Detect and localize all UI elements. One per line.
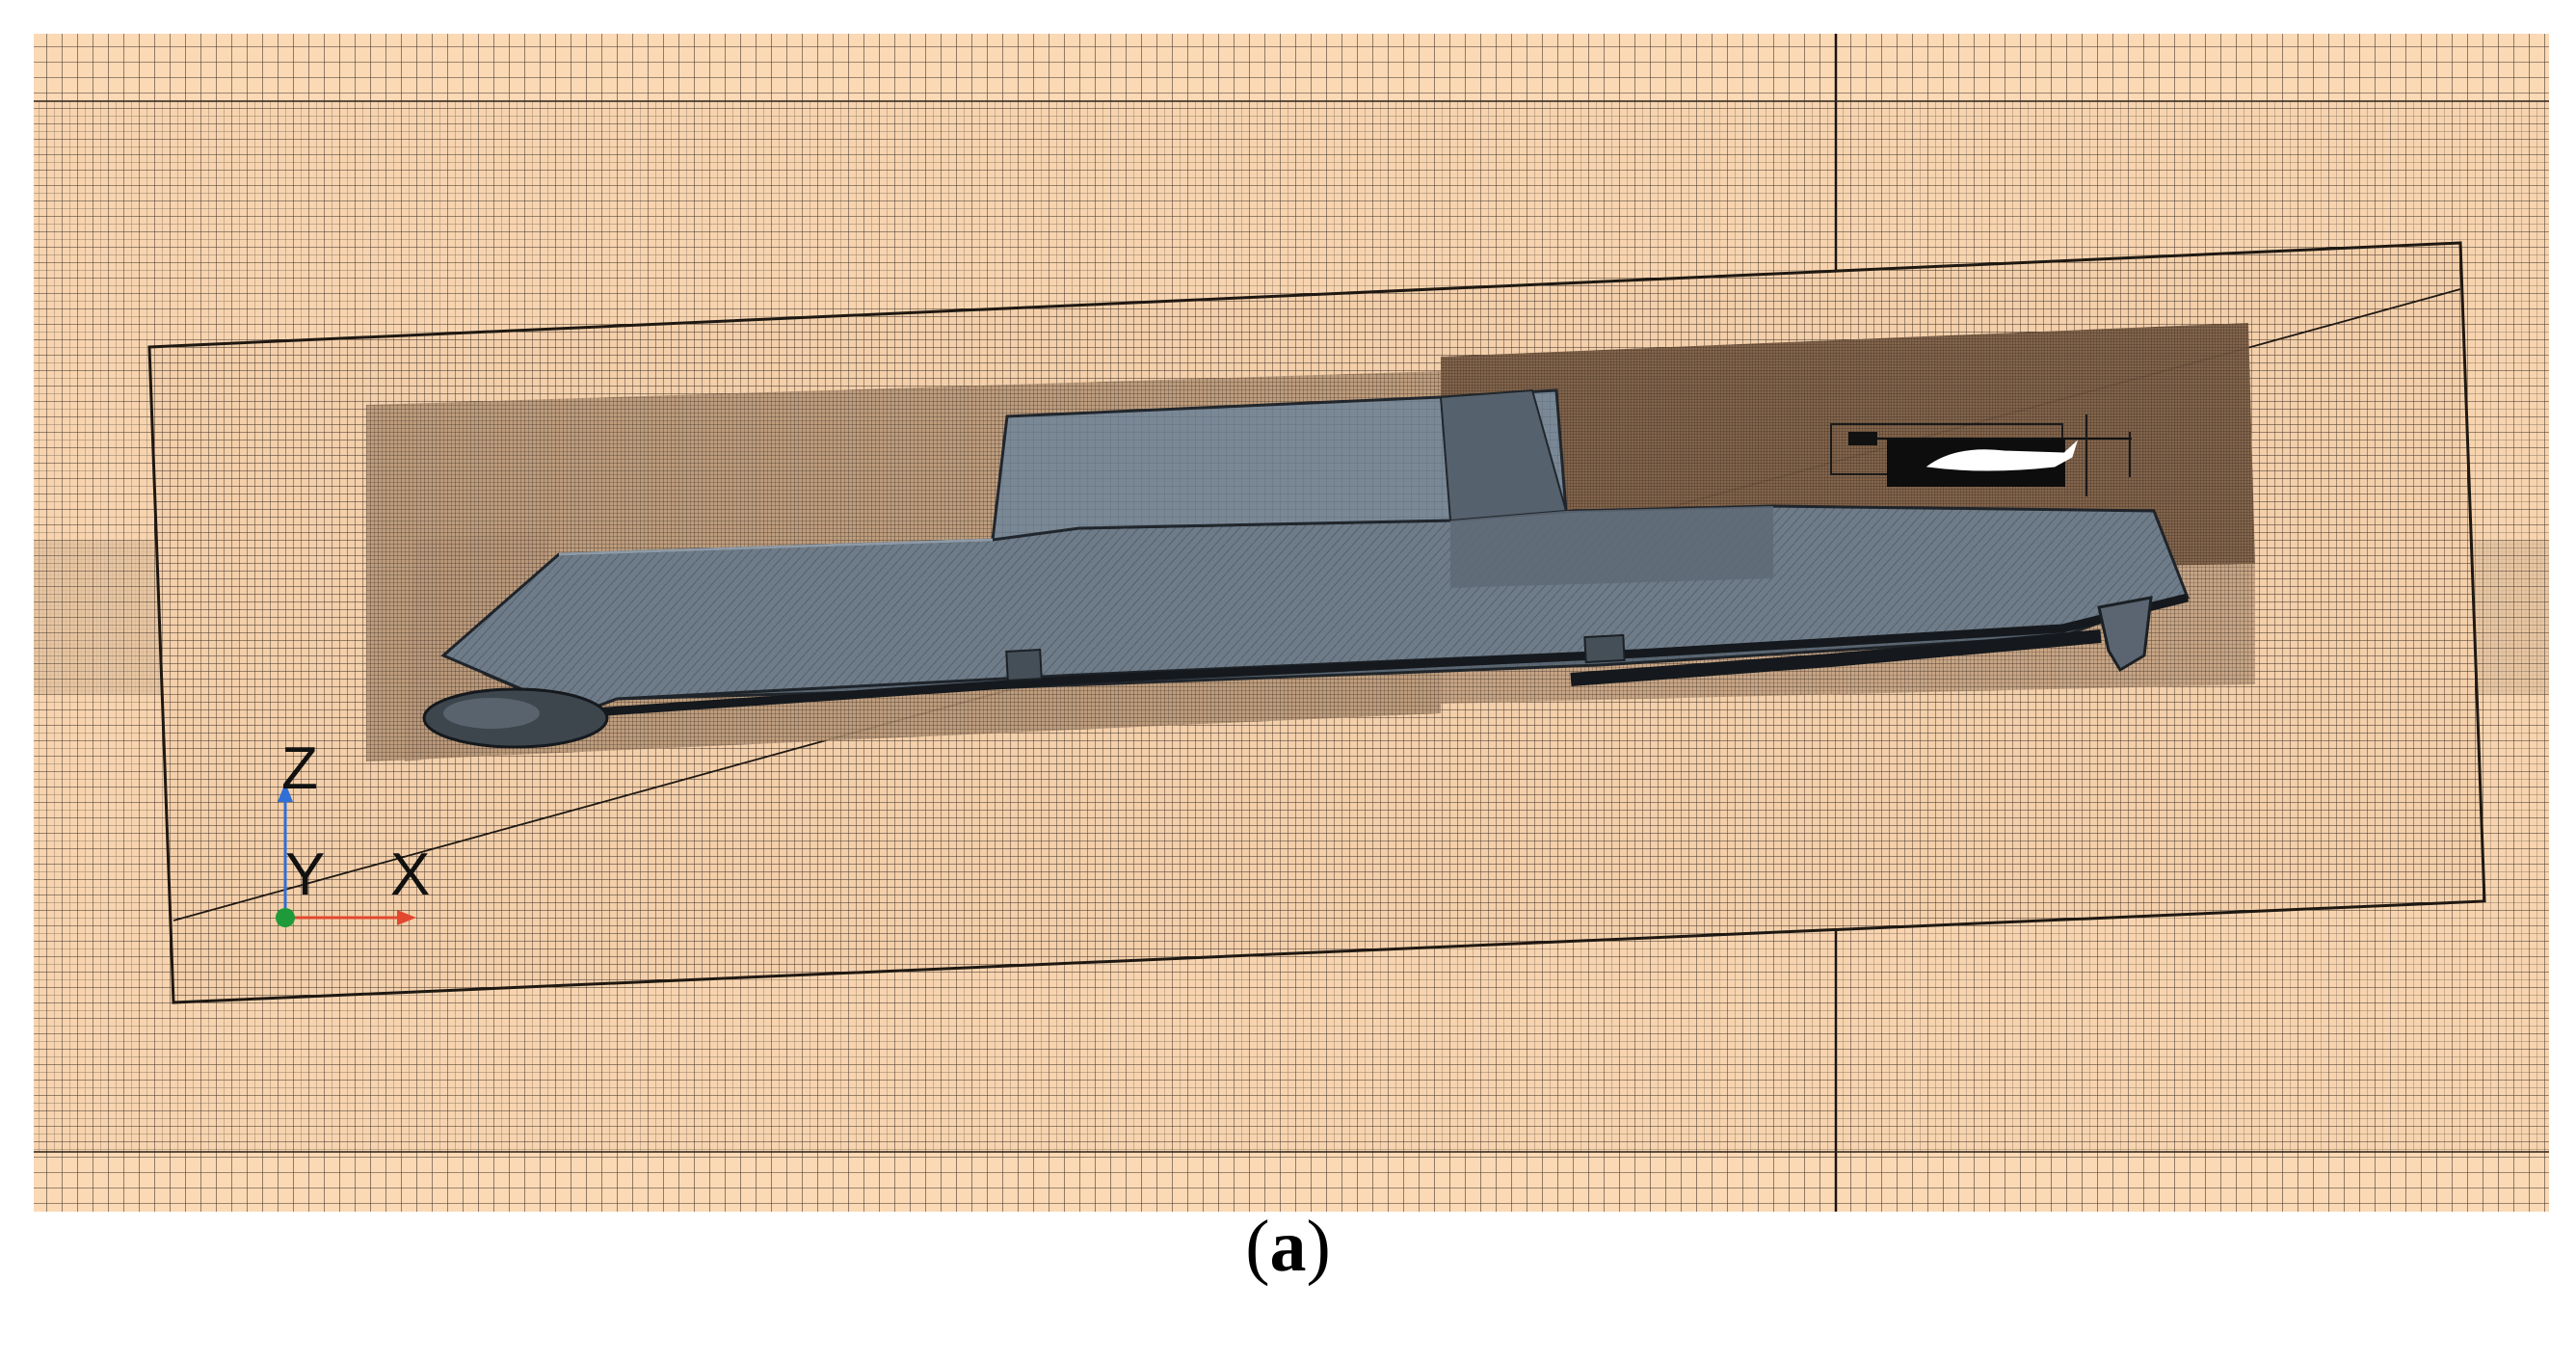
y-axis-dot: [276, 908, 295, 927]
x-axis-arrow: [397, 910, 416, 925]
caption-open-paren: (: [1245, 1206, 1270, 1287]
ship-hull: [422, 388, 2191, 749]
aircraft-icon: [1925, 440, 2079, 471]
caption-close-paren: ): [1306, 1206, 1331, 1287]
coordinate-triad: Z Y X: [276, 735, 430, 927]
figure-caption: (a): [0, 1210, 2576, 1283]
x-axis-label: X: [390, 841, 430, 908]
z-axis-label: Z: [281, 735, 318, 802]
z-axis-arrow: [278, 783, 293, 802]
caption-label: a: [1269, 1206, 1307, 1287]
y-axis-label: Y: [285, 841, 325, 908]
aircraft-window: [1830, 414, 2132, 496]
